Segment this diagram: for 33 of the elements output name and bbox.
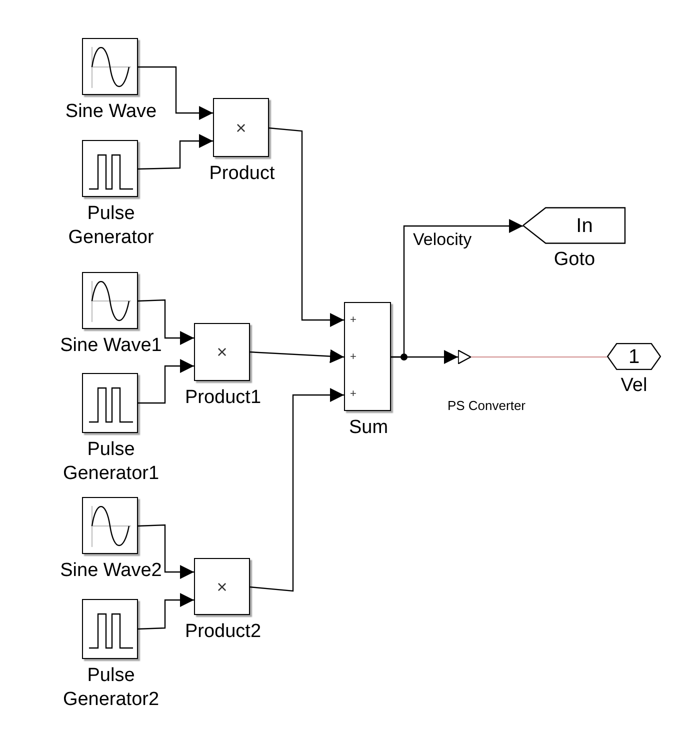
signal-line — [138, 524, 194, 579]
signal-line — [138, 593, 194, 630]
block-label: Pulse Generator — [67, 202, 155, 250]
signal-line — [268, 127, 344, 327]
block-label: PS Converter — [446, 398, 527, 414]
block-label: Vel — [620, 374, 648, 398]
port-sign: + — [350, 389, 356, 400]
block-symbol: × — [234, 116, 248, 140]
block-label: Goto — [552, 248, 596, 272]
signal-line — [138, 66, 213, 120]
signal-line — [250, 349, 344, 364]
block-label: Pulse Generator1 — [62, 438, 160, 486]
block-symbol: × — [216, 576, 228, 598]
signal-line — [391, 350, 458, 364]
port-sign: + — [350, 315, 356, 326]
signal-line — [250, 388, 344, 592]
signal-line — [138, 359, 194, 404]
block-label: Pulse Generator2 — [62, 664, 160, 712]
block-label: Product1 — [184, 386, 262, 410]
block-label: Sum — [348, 416, 390, 440]
block-label: Product — [208, 162, 276, 186]
block-symbol: In — [575, 214, 594, 238]
block-symbol: × — [216, 341, 228, 364]
block-symbol: 1 — [627, 344, 641, 370]
block-label: Sine Wave1 — [59, 334, 163, 358]
signal-label: Velocity — [413, 231, 472, 248]
signal-line — [471, 356, 607, 358]
block-label: Sine Wave2 — [59, 559, 163, 583]
signal-line — [138, 299, 194, 345]
port-sign: + — [350, 352, 356, 363]
signal-line — [138, 134, 213, 170]
block-label: Product2 — [184, 620, 262, 644]
block-label: Sine Wave — [64, 100, 158, 124]
